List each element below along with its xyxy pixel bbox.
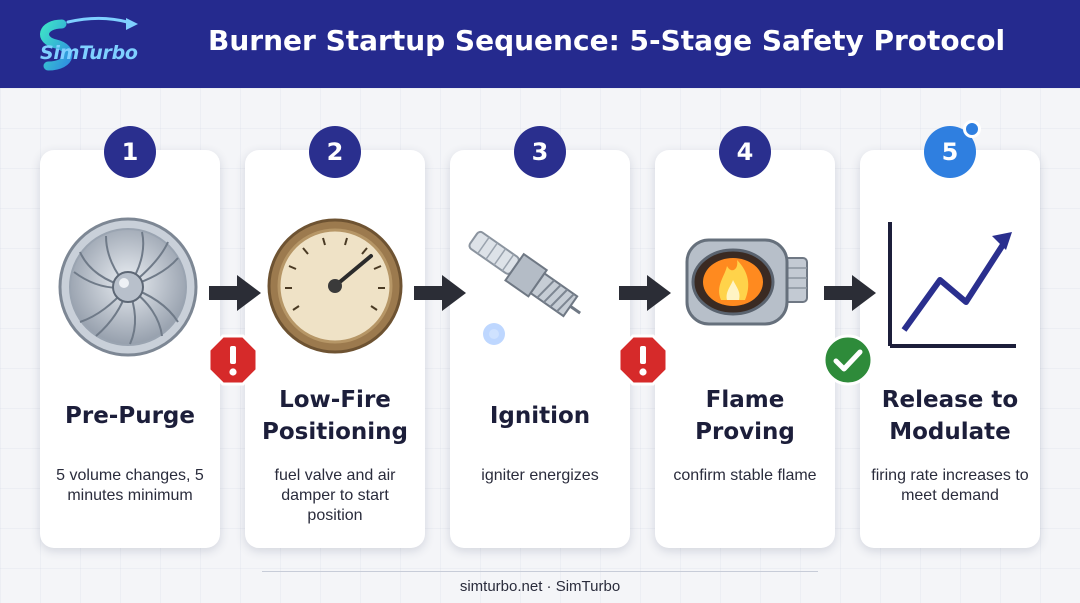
arrow-right-icon <box>414 275 466 311</box>
pressure-gauge-icon <box>267 218 403 354</box>
arrow-right-icon <box>619 275 671 311</box>
stage-card-1: Pre-Purge 5 volume changes, 5 minutes mi… <box>40 150 220 548</box>
page-title: Burner Startup Sequence: 5-Stage Safety … <box>208 24 1006 57</box>
footer-divider <box>262 571 818 572</box>
header-banner: SimTurbo Burner Startup Sequence: 5-Stag… <box>0 0 1080 88</box>
stage-5-description: firing rate increases to meet demand <box>871 467 1029 504</box>
stage-2-description: fuel valve and air damper to start posit… <box>274 467 396 524</box>
stage-3-badge: 3 <box>514 126 566 178</box>
check-circle-icon <box>822 334 874 386</box>
turbine-fan-icon <box>58 217 198 357</box>
logo-wordmark: SimTurbo <box>40 42 138 64</box>
stage-1-description: 5 volume changes, 5 minutes minimum <box>56 467 204 504</box>
footer-credit: simturbo.net · SimTurbo <box>459 578 621 595</box>
arrow-right-icon <box>824 275 876 311</box>
stage-1-name: Pre-Purge <box>65 403 195 429</box>
warning-stop-icon <box>617 334 669 386</box>
warning-stop-icon <box>207 334 259 386</box>
arrow-right-icon <box>209 275 261 311</box>
rising-trend-chart-icon <box>888 222 1016 348</box>
stage-4-description: confirm stable flame <box>673 467 817 484</box>
stage-5-active-dot <box>963 120 981 138</box>
stage-3-name: Ignition <box>489 403 591 429</box>
spark-plug-icon <box>468 230 581 345</box>
stage-3-description: igniter energizes <box>481 467 599 484</box>
stage-4-badge: 4 <box>719 126 771 178</box>
flame-sight-glass-icon <box>685 238 808 326</box>
stage-1-badge: 1 <box>104 126 156 178</box>
stage-2-badge: 2 <box>309 126 361 178</box>
simturbo-logo-icon <box>40 16 138 71</box>
stage-card-3: Ignition igniter energizes <box>450 150 630 548</box>
